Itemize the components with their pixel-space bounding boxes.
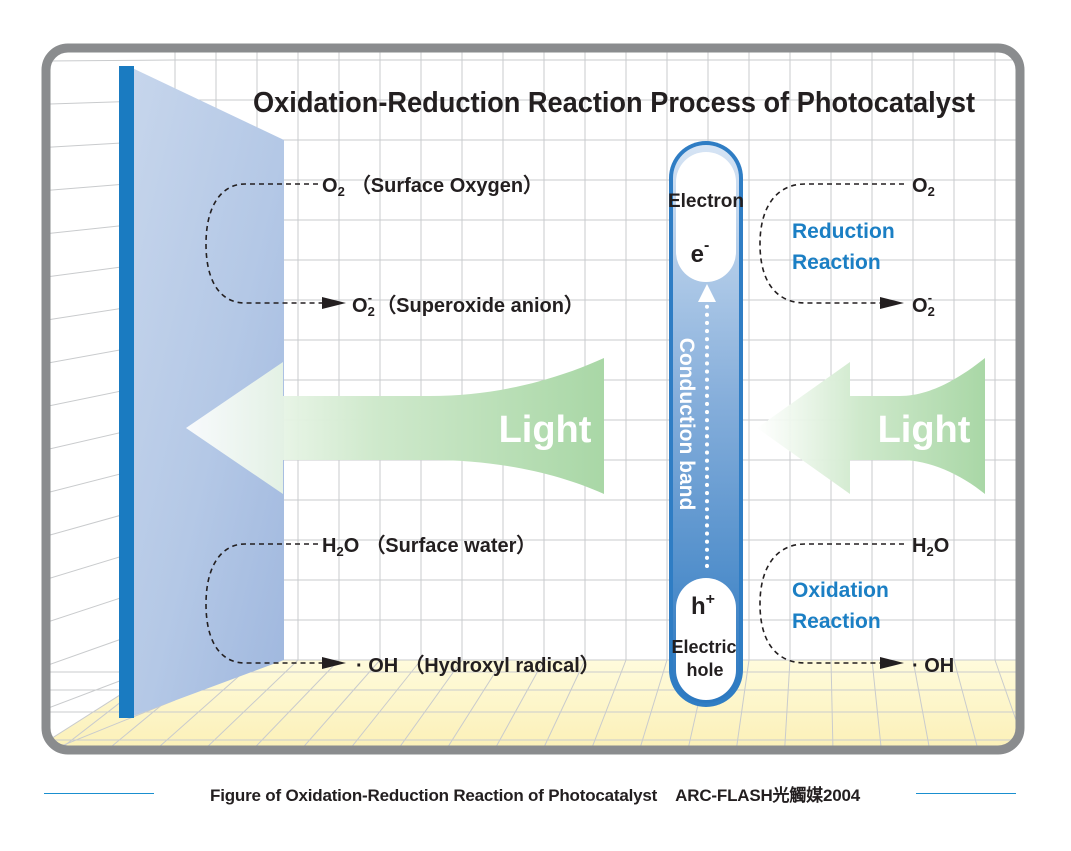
grid-line bbox=[340, 659, 422, 750]
left-light-label: Light bbox=[499, 409, 592, 451]
grid-line bbox=[439, 659, 504, 750]
grid-line bbox=[193, 659, 299, 750]
left-reaction-loops bbox=[205, 183, 322, 664]
catalyst-panel bbox=[128, 66, 284, 718]
grid-line bbox=[953, 659, 982, 750]
grid-line bbox=[389, 659, 463, 750]
left-o2-label: O2（Surface Oxygen） bbox=[322, 174, 543, 199]
hole-label-2: hole bbox=[686, 660, 723, 680]
right-top-loop bbox=[759, 183, 904, 304]
conduction-band-label: Conduction band bbox=[675, 338, 698, 511]
left-bottom-arrowhead bbox=[322, 657, 346, 669]
grid-line bbox=[242, 659, 340, 750]
grid-line bbox=[537, 659, 586, 750]
right-superoxide-label: O2- bbox=[912, 290, 935, 319]
grid-line bbox=[488, 659, 545, 750]
reduction-label-2: Reaction bbox=[792, 251, 881, 274]
right-h2o-label: H2O bbox=[912, 535, 949, 559]
caption-rule-left bbox=[44, 793, 154, 794]
reduction-label-1: Reduction bbox=[792, 220, 895, 243]
oxidation-label-2: Reaction bbox=[792, 610, 881, 633]
left-top-arrowhead bbox=[322, 297, 346, 309]
hole-capsule bbox=[676, 578, 736, 700]
conduction-band: Electron e- Conduction band h+ Electric … bbox=[668, 141, 744, 707]
right-reaction-loops bbox=[759, 183, 904, 664]
left-superoxide-label: O2-（Superoxide anion） bbox=[352, 290, 584, 319]
floor bbox=[46, 660, 1020, 750]
grid-line bbox=[871, 659, 883, 750]
electron-capsule bbox=[676, 152, 736, 282]
figure-caption-text: Figure of Oxidation-Reduction Reaction o… bbox=[204, 786, 866, 805]
grid-line bbox=[783, 659, 791, 750]
right-hydroxyl-label: · OH bbox=[912, 655, 954, 677]
grid-line bbox=[734, 659, 750, 750]
electron-label: Electron bbox=[668, 191, 744, 212]
grid-line bbox=[291, 659, 381, 750]
figure-caption: Figure of Oxidation-Reduction Reaction o… bbox=[150, 781, 920, 807]
caption-rule-right bbox=[916, 793, 1016, 794]
left-bottom-loop bbox=[205, 543, 322, 664]
grid-line bbox=[830, 659, 834, 750]
grid-line bbox=[635, 659, 668, 750]
oxidation-label-1: Oxidation bbox=[792, 579, 889, 602]
right-bottom-loop bbox=[759, 543, 904, 664]
grid-line bbox=[994, 659, 1020, 750]
left-h2o-label: H2O（Surface water） bbox=[322, 534, 536, 559]
right-bottom-arrowhead bbox=[880, 657, 904, 669]
right-light-arrow: Light bbox=[757, 358, 985, 494]
left-hydroxyl-label: · OH（Hydroxyl radical） bbox=[356, 654, 600, 677]
hole-label-1: Electric bbox=[671, 637, 736, 657]
grid-line bbox=[912, 659, 933, 750]
diagram-frame bbox=[41, 43, 1025, 755]
right-top-arrowhead bbox=[880, 297, 904, 309]
catalyst-panel-edge bbox=[119, 66, 134, 718]
diagram-title: Oxidation-Reduction Reaction Process of … bbox=[253, 87, 975, 119]
grid-line bbox=[586, 659, 627, 750]
left-light-arrow: Light bbox=[186, 358, 604, 494]
right-o2-label: O2 bbox=[912, 175, 935, 199]
left-top-loop bbox=[205, 183, 322, 304]
right-light-label: Light bbox=[878, 409, 971, 451]
conduction-arrowhead bbox=[698, 284, 716, 302]
grid-line bbox=[46, 59, 176, 62]
electron-symbol: e- bbox=[691, 237, 710, 268]
hole-symbol: h+ bbox=[691, 591, 715, 620]
